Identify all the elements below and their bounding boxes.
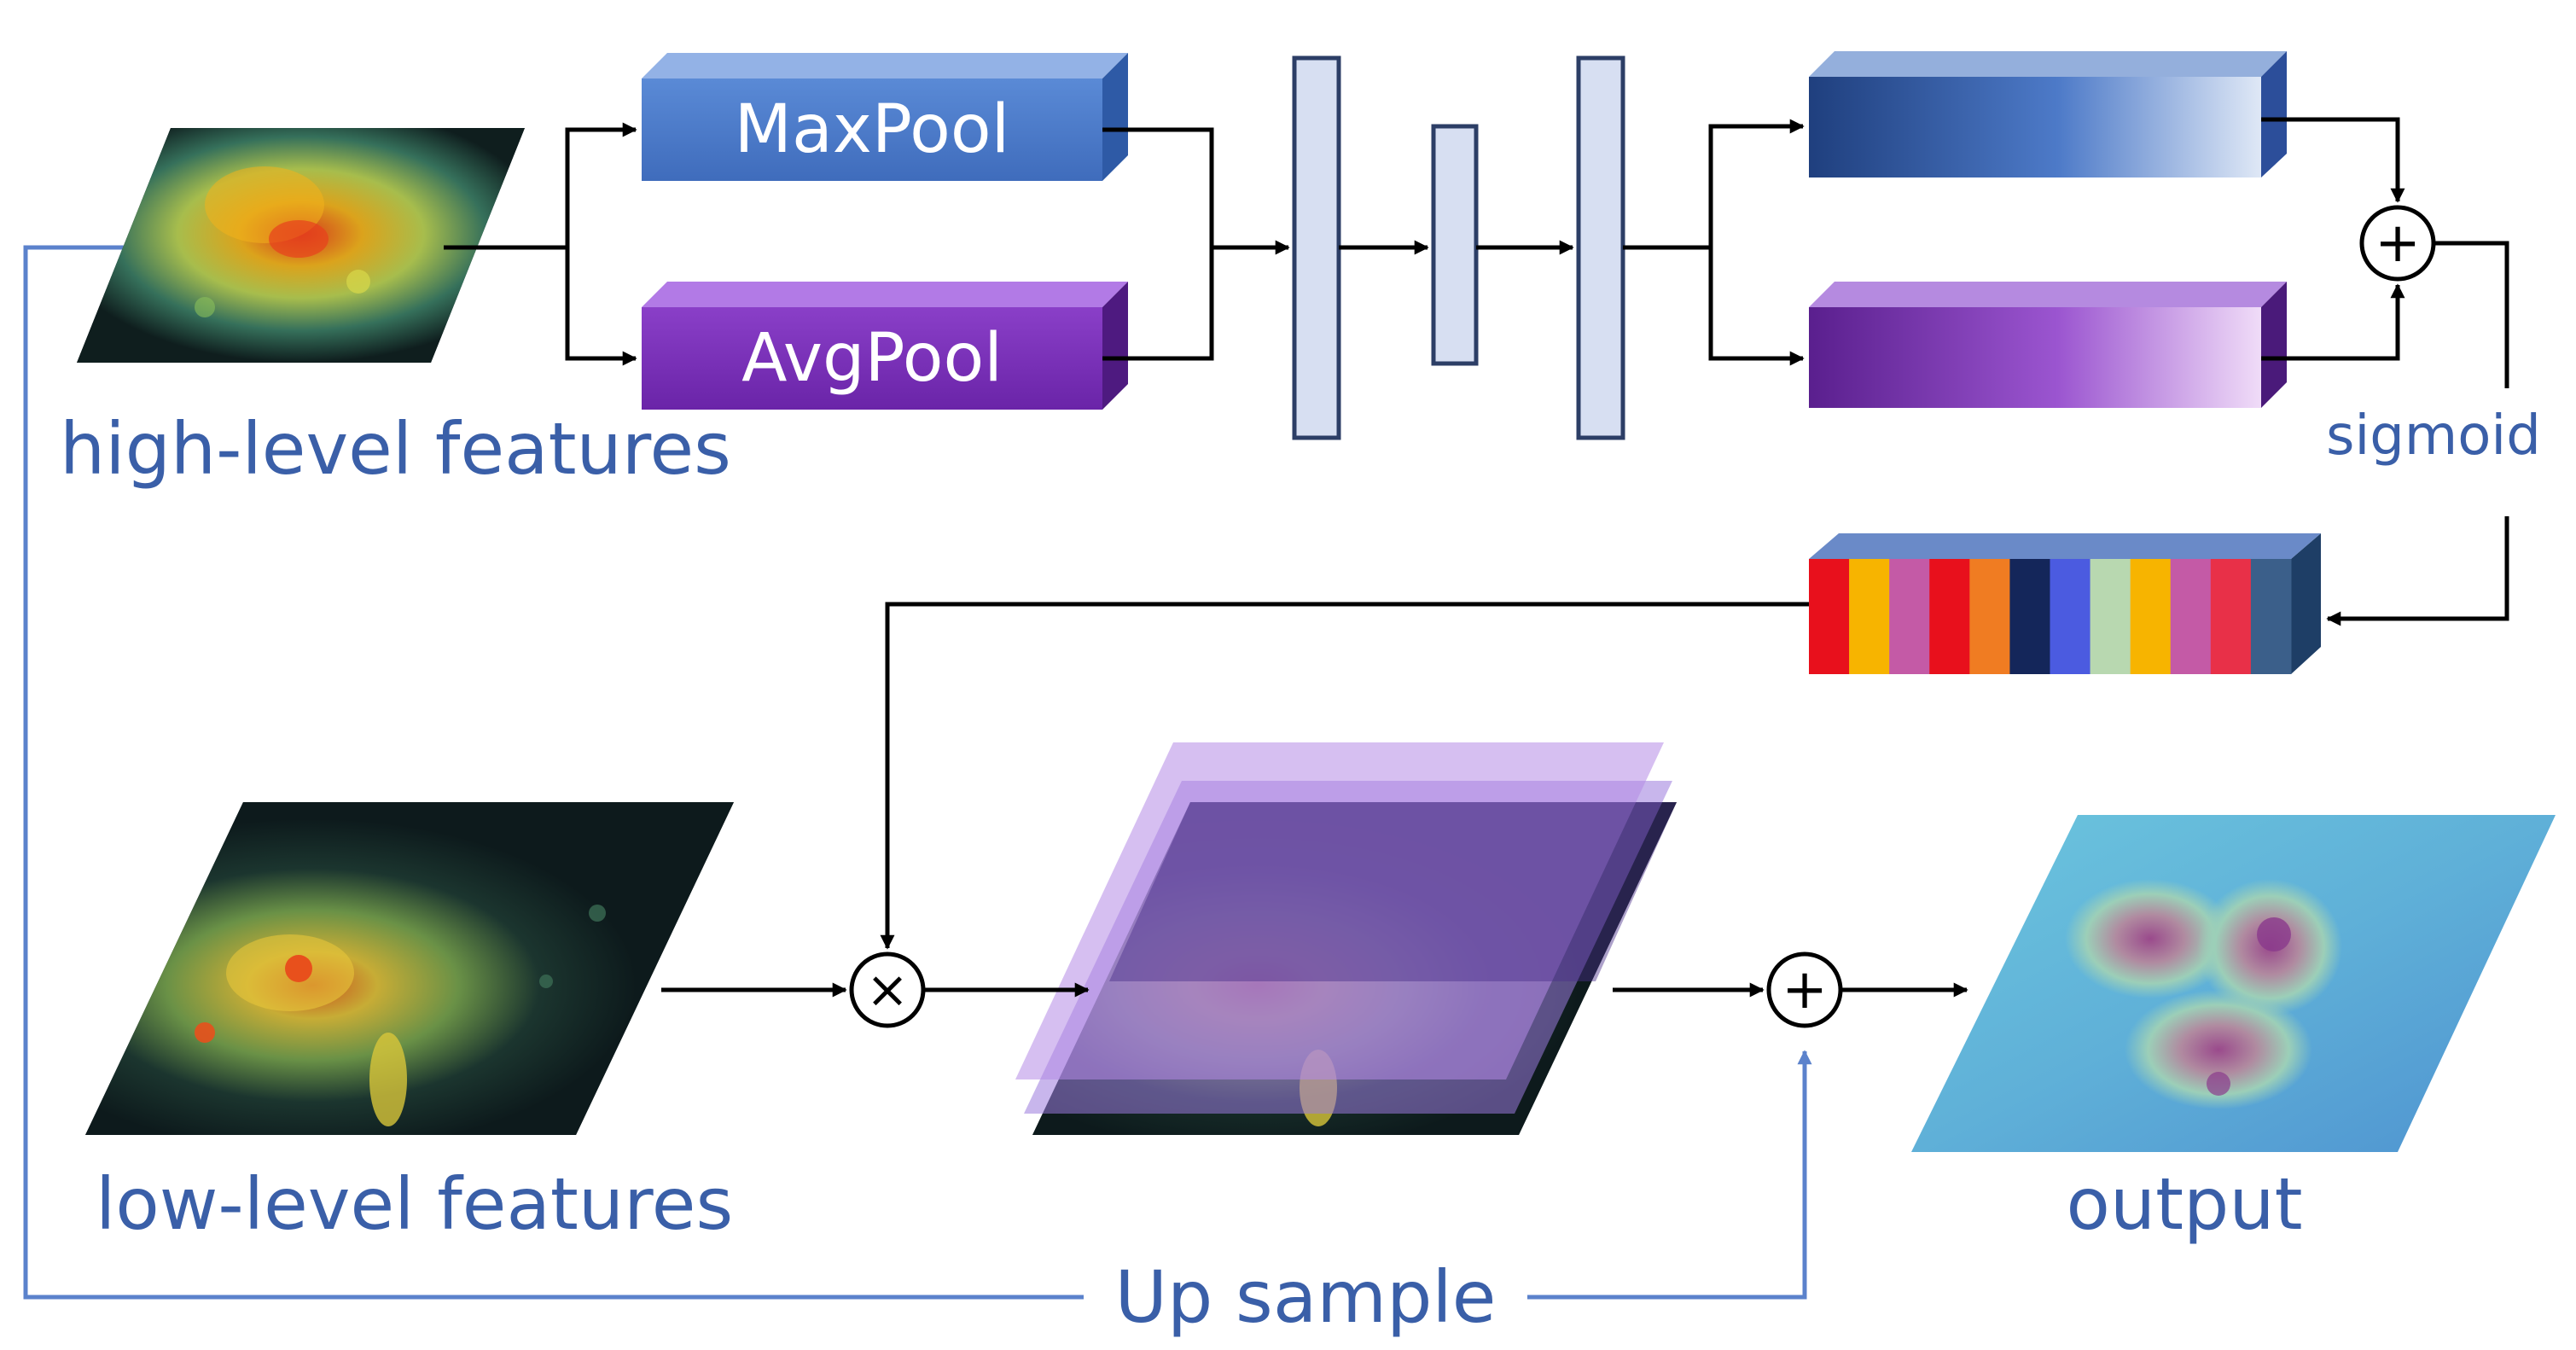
- channel-attention-weights: [1809, 533, 2321, 674]
- fc-layer-2: [1431, 124, 1479, 366]
- avgpool-channel-descriptor: [1809, 282, 2287, 408]
- channel-weight-bar: [1849, 559, 1890, 674]
- add-operator-top-symbol: +: [2375, 212, 2421, 275]
- weighted-feature-maps: [1015, 742, 1677, 1135]
- add-operator-bottom: +: [1766, 951, 1843, 1028]
- maxpool-channel-descriptor: [1809, 51, 2287, 177]
- channel-weight-bar: [2250, 559, 2292, 674]
- multiply-operator: ×: [849, 951, 926, 1028]
- maxpool-label: MaxPool: [735, 91, 1010, 168]
- up-sample-label-bg: [1084, 1254, 1527, 1335]
- low-level-feature-map: [85, 802, 734, 1135]
- channel-weight-bar: [2050, 559, 2091, 674]
- multiply-operator-symbol: ×: [866, 960, 909, 1020]
- channel-weight-bar: [2090, 559, 2131, 674]
- sigmoid-label: sigmoid: [2326, 404, 2541, 468]
- channel-weight-bar: [2170, 559, 2212, 674]
- add-operator-top: +: [2359, 205, 2436, 282]
- channel-weight-bar: [2130, 559, 2172, 674]
- high-level-features-label: high-level features: [60, 407, 731, 491]
- add-operator-bottom-symbol: +: [1782, 958, 1828, 1021]
- channel-weight-bar: [1809, 559, 1850, 674]
- fc-layer-1: [1292, 55, 1341, 440]
- channel-weight-bar: [2210, 559, 2252, 674]
- up-sample-label: Up sample: [1115, 1255, 1497, 1339]
- channel-weight-bar: [1929, 559, 1970, 674]
- maxpool-block: MaxPool: [642, 53, 1128, 181]
- avgpool-block: AvgPool: [642, 282, 1128, 410]
- flow-arrows: [444, 117, 2509, 998]
- high-level-feature-map: [77, 128, 525, 363]
- output-label: output: [2066, 1162, 2302, 1246]
- shared-mlp: [1292, 55, 1625, 440]
- avgpool-label: AvgPool: [741, 320, 1003, 397]
- fc-layer-3: [1576, 55, 1625, 440]
- upsample-skip-connection: [23, 245, 1812, 1300]
- channel-weight-bar: [1969, 559, 2010, 674]
- channel-weight-bar: [1889, 559, 1930, 674]
- output-map: [1911, 815, 2556, 1152]
- low-level-features-label: low-level features: [96, 1162, 733, 1246]
- channel-weight-bar: [2009, 559, 2050, 674]
